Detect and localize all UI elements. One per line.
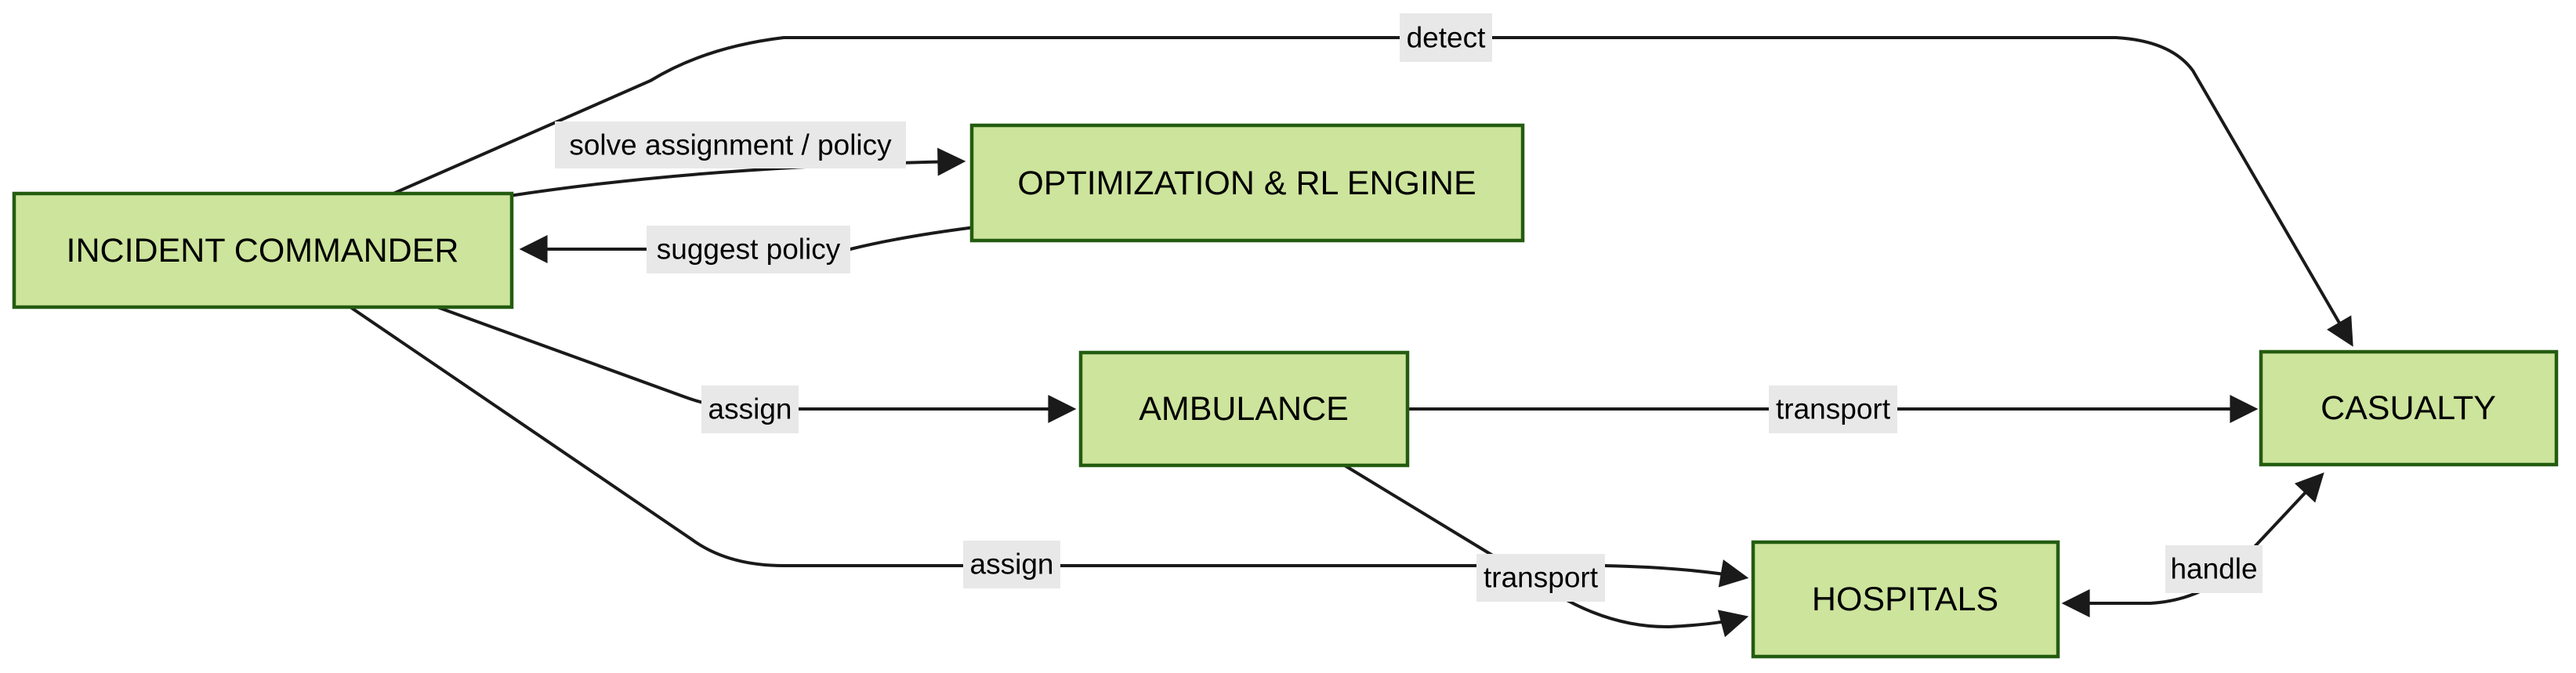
edge-label-assign-hospitals-bg xyxy=(963,541,1060,588)
edge-label-assign-ambulance-text: assign xyxy=(708,393,792,425)
node-hospitals-box xyxy=(1751,540,2060,659)
edge-transport-hospitals xyxy=(1342,463,1749,638)
edge-label-solve-assignment-policy-text: solve assignment / policy xyxy=(569,129,892,161)
edge-label-detect-bg xyxy=(1400,13,1492,62)
edge-label-assign-hospitals-text: assign xyxy=(970,548,1054,581)
node-casualty-box xyxy=(2259,349,2559,467)
edge-label-handle-text: handle xyxy=(2170,553,2257,585)
edge-label-transport-hospitals-bg xyxy=(1476,554,1605,602)
node-hospitals: HOSPITALS xyxy=(1751,540,2060,659)
edge-suggest-policy xyxy=(519,226,976,263)
edge-label-assign-ambulance-bg xyxy=(701,385,799,433)
node-optimization-rl-engine-box xyxy=(969,123,1525,243)
edge-label-suggest-policy-text: suggest policy xyxy=(657,233,841,266)
edge-label-handle-bg xyxy=(2165,545,2263,593)
edge-label-suggest-policy: suggest policy xyxy=(647,226,850,273)
node-hospitals-label: HOSPITALS xyxy=(1812,581,1998,618)
edge-label-transport-hospitals-text: transport xyxy=(1484,562,1599,594)
edge-label-transport-casualty: transport xyxy=(1769,385,1897,433)
node-incident-commander: INCIDENT COMMANDER xyxy=(12,191,514,309)
edge-label-transport-hospitals: transport xyxy=(1476,554,1605,602)
edge-label-detect-text: detect xyxy=(1407,22,1487,54)
edge-label-detect: detect xyxy=(1400,13,1492,62)
node-ambulance-box xyxy=(1078,350,1410,468)
node-incident-commander-label: INCIDENT COMMANDER xyxy=(67,232,459,270)
edge-label-handle: handle xyxy=(2165,545,2263,593)
node-ambulance-label: AMBULANCE xyxy=(1139,390,1349,428)
edge-assign-hospitals xyxy=(349,306,1749,588)
edge-labels-layer: detect solve assignment / policy suggest… xyxy=(555,13,2263,602)
edge-detect xyxy=(393,36,2353,347)
node-casualty-label: CASUALTY xyxy=(2321,389,2496,427)
node-incident-commander-box xyxy=(12,191,514,309)
edge-label-assign-ambulance: assign xyxy=(701,385,799,433)
edge-label-transport-casualty-text: transport xyxy=(1776,393,1891,425)
node-optimization-rl-engine: OPTIMIZATION & RL ENGINE xyxy=(969,123,1525,243)
edge-label-assign-hospitals: assign xyxy=(963,541,1060,588)
node-ambulance: AMBULANCE xyxy=(1078,350,1410,468)
node-optimization-rl-engine-label: OPTIMIZATION & RL ENGINE xyxy=(1017,165,1476,202)
node-casualty: CASUALTY xyxy=(2259,349,2559,467)
edge-label-solve-assignment-policy-bg xyxy=(555,121,906,168)
edge-label-suggest-policy-bg xyxy=(647,226,850,273)
edge-label-transport-casualty-bg xyxy=(1769,385,1897,433)
edge-label-solve-assignment-policy: solve assignment / policy xyxy=(555,121,906,168)
nodes-layer: INCIDENT COMMANDER OPTIMIZATION & RL ENG… xyxy=(12,123,2559,659)
